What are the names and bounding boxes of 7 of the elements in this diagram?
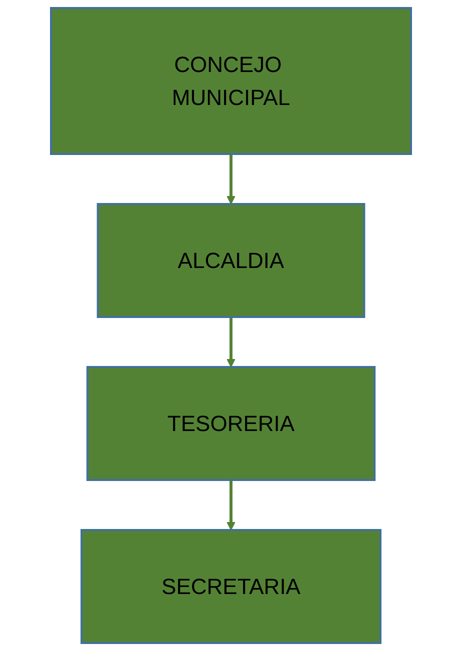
arrow [226,154,236,204]
arrow [226,317,236,368]
node-box: SECRETARIA [80,529,382,644]
arrow [226,480,236,530]
node-box: ALCALDIA [96,203,366,318]
node-box: TESORERIA [86,366,376,481]
node-box: CONCEJO MUNICIPAL [50,7,412,155]
